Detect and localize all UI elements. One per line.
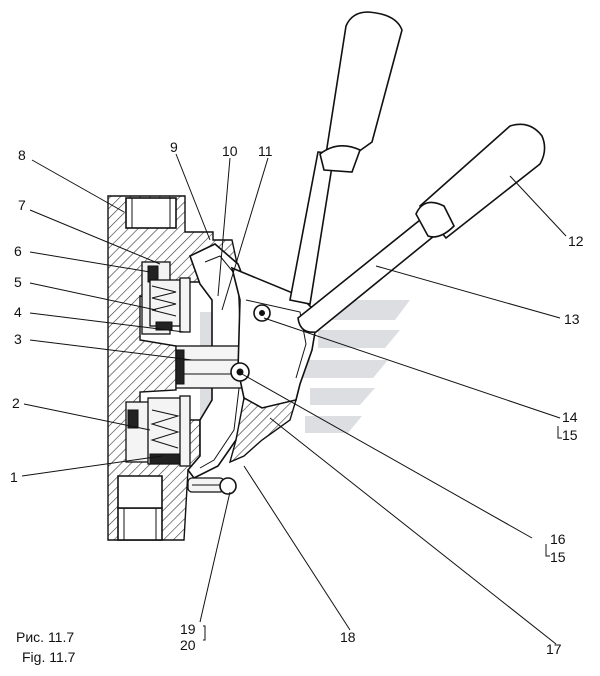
figure-caption: Рис. 11.7 Fig. 11.7	[16, 629, 76, 665]
lever-bracket	[228, 266, 319, 464]
callout-5: 5	[14, 274, 22, 290]
upper-valve-assembly	[141, 261, 191, 335]
callout-6: 6	[14, 243, 22, 259]
callout-10: 10	[222, 143, 238, 159]
upper-lever	[289, 11, 403, 305]
lower-valve-assembly	[125, 395, 191, 467]
callout-16: 16	[550, 531, 566, 547]
callout-14: 14	[562, 409, 578, 425]
callout-9: 9	[170, 139, 178, 155]
callout-2: 2	[12, 395, 20, 411]
callout-3: 3	[14, 331, 22, 347]
callout-4: 4	[14, 304, 22, 320]
leader-lines	[21, 153, 567, 645]
callout-13: 13	[564, 311, 580, 327]
bottom-screw	[187, 477, 237, 495]
callout-12: 12	[568, 233, 584, 249]
callout-19: 19	[180, 621, 196, 637]
callout-15-upper: 15	[562, 427, 578, 443]
callout-17: 17	[546, 641, 562, 657]
callout-18: 18	[340, 629, 356, 645]
lower-lever	[297, 123, 546, 334]
callout-1: 1	[10, 469, 18, 485]
callout-labels: 8 7 6 5 4 3 2 1 9 10 11 12 13 14 15 16 1…	[10, 139, 584, 657]
callout-11: 11	[258, 143, 273, 159]
callout-20: 20	[180, 637, 196, 653]
callout-8: 8	[18, 147, 26, 163]
caption-english: Fig. 11.7	[22, 649, 76, 665]
callout-7: 7	[18, 197, 26, 213]
caption-russian: Рис. 11.7	[16, 629, 74, 645]
callout-15-lower: 15	[550, 549, 566, 565]
